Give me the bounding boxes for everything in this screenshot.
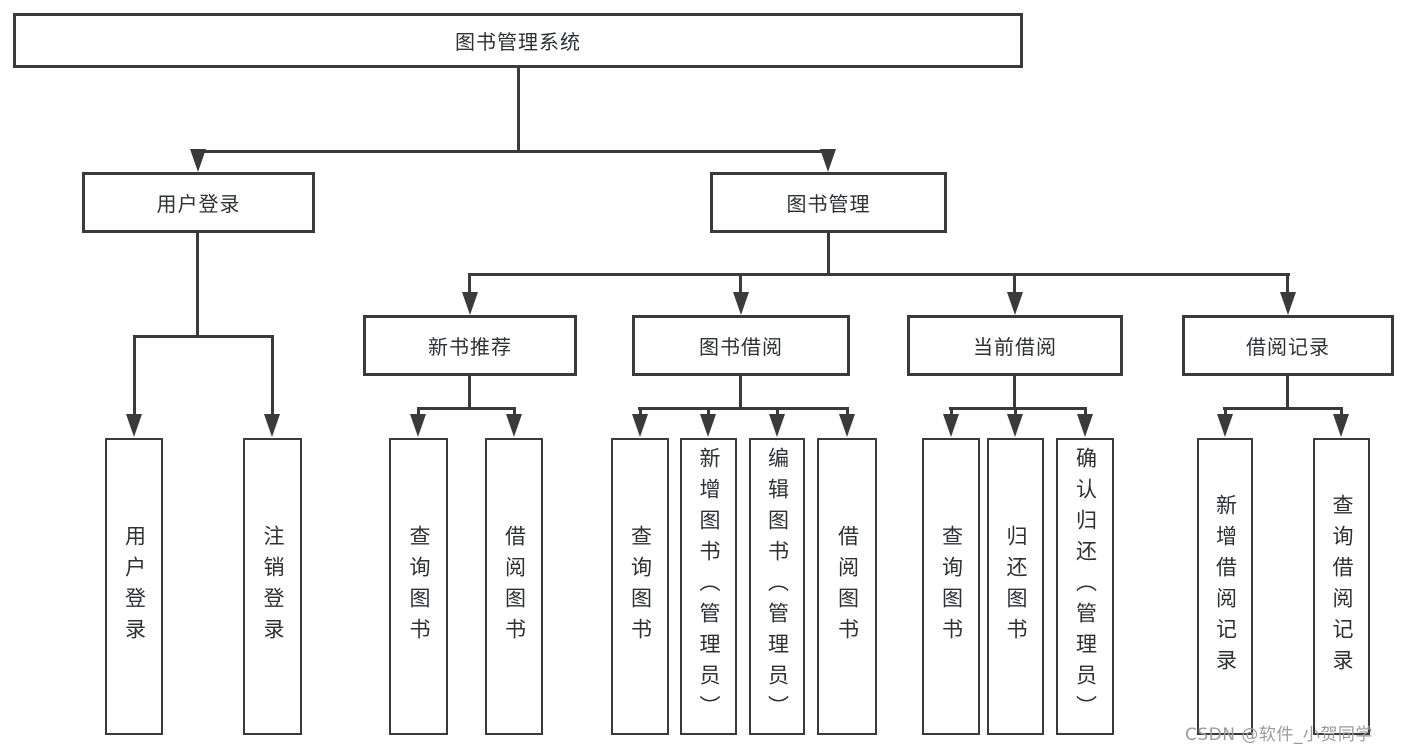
connector-current-borrow-splitter xyxy=(949,407,1086,410)
node-new-book-recommend: 新书推荐 xyxy=(363,315,577,376)
connector-borrow-records-splitter xyxy=(1223,407,1343,410)
leaf-label: 用户登录 xyxy=(122,524,147,649)
arrowhead-leaf xyxy=(839,414,855,437)
connector-drop xyxy=(1014,407,1017,417)
leaf-label: 注销登录 xyxy=(261,524,285,649)
connector-book-borrow-feed xyxy=(739,376,742,410)
node-label: 用户登录 xyxy=(156,192,241,216)
connector-drop xyxy=(776,407,779,417)
leaf-add-books-admin: 新增图书（管理员） xyxy=(680,438,737,735)
connector-drop xyxy=(639,407,642,417)
node-book-management: 图书管理 xyxy=(710,172,947,233)
leaf-query-books-current: 查询图书 xyxy=(922,438,980,735)
connector-drop xyxy=(846,407,849,417)
node-label: 新书推荐 xyxy=(428,335,512,359)
leaf-confirm-return-admin: 确认归还（管理员） xyxy=(1056,438,1114,735)
node-library-management-system: 图书管理系统 xyxy=(13,13,1023,68)
leaf-label: 新增借阅记录 xyxy=(1213,493,1238,680)
node-current-borrow: 当前借阅 xyxy=(907,315,1123,376)
arrowhead-leaf xyxy=(700,414,716,437)
leaf-borrow-books: 借阅图书 xyxy=(817,438,877,735)
leaf-query-books: 查询图书 xyxy=(611,438,669,735)
arrowhead-to-book-management xyxy=(820,149,836,172)
arrowhead-to-current-borrow xyxy=(1007,292,1023,315)
connector-drop xyxy=(1224,407,1227,417)
leaf-borrow-books-recommend: 借阅图书 xyxy=(485,438,543,735)
node-user-login: 用户登录 xyxy=(82,172,315,233)
connector-drop xyxy=(513,407,516,417)
leaf-query-books-recommend: 查询图书 xyxy=(389,438,448,735)
leaf-add-borrow-record: 新增借阅记录 xyxy=(1197,438,1253,735)
leaf-logout: 注销登录 xyxy=(243,438,302,735)
connector-drop xyxy=(271,335,274,417)
connector-drop xyxy=(1084,407,1087,417)
arrowhead-leaf xyxy=(769,414,785,437)
connector-drop xyxy=(468,273,471,296)
leaf-label: 借阅图书 xyxy=(502,524,527,649)
node-label: 图书借阅 xyxy=(699,335,783,359)
leaf-label: 编辑图书（管理员） xyxy=(765,447,790,726)
connector-drop xyxy=(707,407,710,417)
arrowhead-to-borrow-records xyxy=(1280,292,1296,315)
connector-drop xyxy=(1340,407,1343,417)
connector-book-borrow-splitter xyxy=(638,407,848,410)
connector-drop xyxy=(133,335,136,417)
arrowhead-to-login-leaf xyxy=(126,414,142,437)
leaf-label: 查询图书 xyxy=(628,524,653,649)
leaf-query-borrow-record: 查询借阅记录 xyxy=(1313,438,1370,735)
connector-drop xyxy=(1286,273,1289,296)
leaf-user-login: 用户登录 xyxy=(105,438,163,735)
arrowhead-leaf xyxy=(632,414,648,437)
leaf-label: 借阅图书 xyxy=(835,524,860,649)
arrowhead-to-user-login xyxy=(190,149,206,172)
arrowhead-leaf xyxy=(943,414,959,437)
connector-new-book-feed xyxy=(468,376,471,410)
leaf-label: 新增图书（管理员） xyxy=(697,447,721,726)
connector-drop xyxy=(950,407,953,417)
connector-root-feed xyxy=(517,68,520,150)
node-borrow-records: 借阅记录 xyxy=(1182,315,1394,376)
arrowhead-leaf xyxy=(1007,414,1023,437)
leaf-edit-books-admin: 编辑图书（管理员） xyxy=(749,438,805,735)
node-label: 当前借阅 xyxy=(973,335,1057,359)
connector-drop xyxy=(739,273,742,296)
leaf-label: 确认归还（管理员） xyxy=(1073,447,1098,726)
connector-new-book-splitter xyxy=(417,407,516,410)
arrowhead-leaf xyxy=(1077,414,1093,437)
node-book-borrow: 图书借阅 xyxy=(632,315,850,376)
csdn-watermark: CSDN @软件_小贺同学 xyxy=(1185,725,1373,745)
arrowhead-leaf xyxy=(1333,414,1349,437)
connector-drop xyxy=(417,407,420,417)
leaf-label: 查询借阅记录 xyxy=(1330,493,1354,680)
leaf-label: 查询图书 xyxy=(407,524,431,649)
arrowhead-leaf xyxy=(1217,414,1233,437)
arrowhead-to-book-borrow xyxy=(733,292,749,315)
arrowhead-to-logout-leaf xyxy=(264,414,280,437)
leaf-label: 归还图书 xyxy=(1004,524,1028,649)
connector-user-login-feed xyxy=(196,233,199,338)
node-label: 借阅记录 xyxy=(1246,335,1330,359)
arrowhead-leaf xyxy=(506,414,522,437)
connector-current-borrow-feed xyxy=(1013,376,1016,410)
connector-book-management-feed xyxy=(827,233,830,276)
arrowhead-to-new-book xyxy=(462,292,478,315)
connector-user-login-splitter xyxy=(133,335,274,338)
node-label: 图书管理系统 xyxy=(455,30,581,54)
arrowhead-leaf xyxy=(410,414,426,437)
leaf-return-books: 归还图书 xyxy=(987,438,1044,735)
connector-borrow-records-feed xyxy=(1286,376,1289,410)
connector-top-splitter xyxy=(197,150,831,153)
connector-drop xyxy=(1013,273,1016,296)
connector-main-splitter xyxy=(468,273,1290,276)
node-label: 图书管理 xyxy=(786,192,871,216)
leaf-label: 查询图书 xyxy=(939,524,964,649)
